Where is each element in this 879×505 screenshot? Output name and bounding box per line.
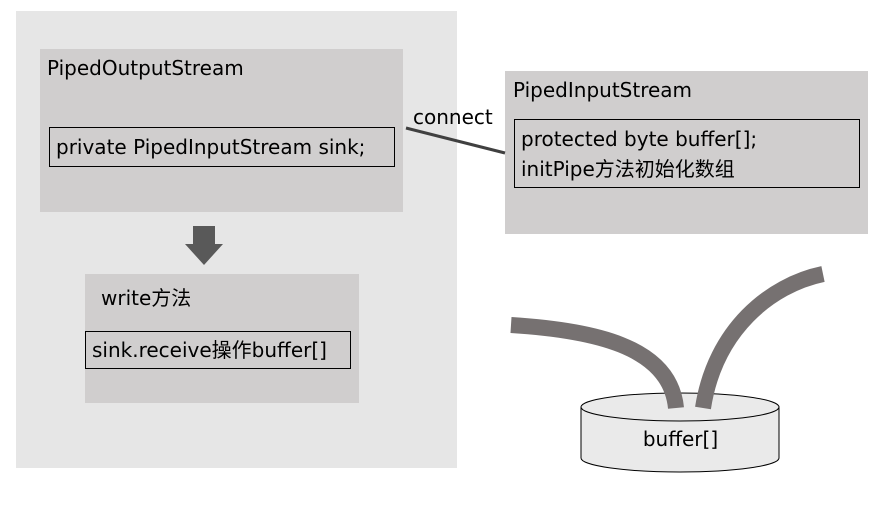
left-curve [510, 317, 684, 410]
buffer-field-line-1: protected byte buffer[]; [521, 127, 758, 151]
write-method-box: write方法 [85, 274, 359, 403]
buffer-field-line-2: initPipe方法初始化数组 [521, 157, 735, 181]
sink-field: private PipedInputStream sink; [49, 127, 395, 167]
buffer-cylinder [580, 392, 780, 473]
piped-output-stream-box: PipedOutputStream [40, 49, 403, 212]
piped-output-stream-title: PipedOutputStream [47, 56, 244, 80]
down-arrow-icon [185, 226, 223, 265]
connect-label: connect [413, 105, 493, 129]
buffer-label: buffer[] [642, 427, 719, 451]
buffer-field: protected byte buffer[]; initPipe方法初始化数组 [514, 119, 860, 188]
piped-input-stream-box: PipedInputStream [505, 71, 868, 234]
receive-field: sink.receive操作buffer[] [85, 331, 351, 369]
connect-line [405, 126, 506, 155]
piped-input-stream-title: PipedInputStream [513, 78, 693, 102]
right-curve [695, 266, 825, 410]
write-method-title: write方法 [101, 286, 192, 310]
